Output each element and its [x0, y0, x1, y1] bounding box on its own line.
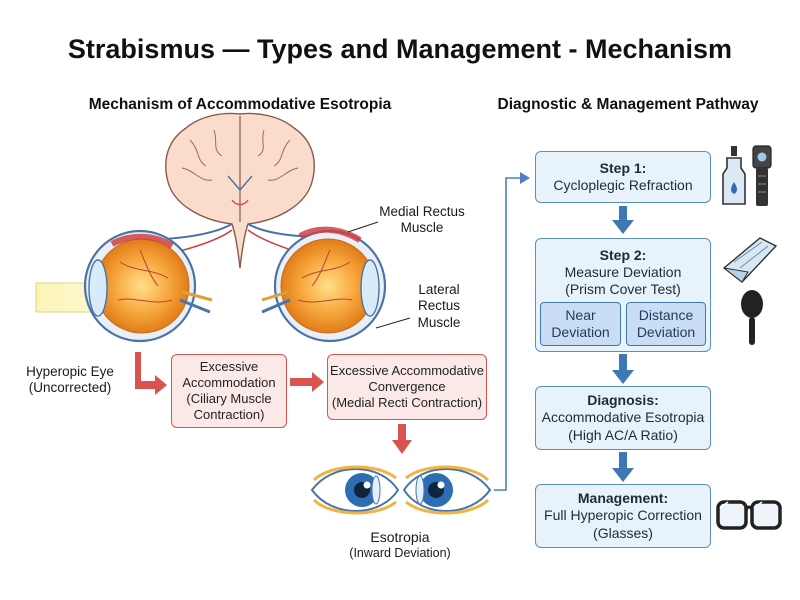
step1-title: Step 1: [599, 159, 647, 176]
pathway-heading: Diagnostic & Management Pathway [497, 96, 759, 113]
step1-box: Step 1: Cycloplegic Refraction [535, 151, 711, 203]
near-deviation-box: Near Deviation [540, 302, 621, 346]
lateral-rectus-label: Lateral Rectus Muscle [417, 282, 461, 330]
eye-drops-icon [722, 146, 746, 205]
esotropia-eyes [310, 465, 492, 515]
brain-illustration [129, 112, 331, 269]
page-title: Strabismus — Types and Management - Mech… [67, 34, 733, 64]
esotropia-title: Esotropia [370, 529, 430, 545]
management-box: Management: Full Hyperopic Correction (G… [535, 484, 711, 548]
pathway-connector [494, 177, 520, 491]
left-eye-illustration [83, 229, 213, 343]
esotropia-subtitle: (Inward Deviation) [349, 546, 451, 560]
step2-title: Step 2: [599, 247, 647, 263]
excessive-accommodation-box: Excessive Accommodation (Ciliary Muscle … [171, 354, 287, 428]
step1-text: Cycloplegic Refraction [553, 177, 693, 193]
distance-deviation-box: Distance Deviation [626, 302, 706, 346]
pathway-arrows [612, 206, 634, 482]
diagnosis-box: Diagnosis: Accommodative Esotropia (High… [535, 386, 711, 450]
prism-icon [722, 237, 778, 283]
mechanism-flow-arrows [135, 352, 412, 454]
diagnosis-title: Diagnosis: [587, 392, 659, 409]
glasses-icon [716, 500, 782, 530]
occluder-icon [741, 290, 763, 345]
mechanism-heading: Mechanism of Accommodative Esotropia [88, 96, 392, 113]
medial-rectus-label: Medial Rectus Muscle [379, 204, 465, 236]
right-eye-illustration [261, 226, 387, 343]
management-title: Management: [577, 490, 669, 507]
hyperopic-eye-label: Hyperopic Eye (Uncorrected) [26, 364, 114, 396]
excessive-convergence-box: Excessive Accommodative Convergence (Med… [327, 354, 487, 420]
retinoscope-icon [752, 145, 772, 206]
